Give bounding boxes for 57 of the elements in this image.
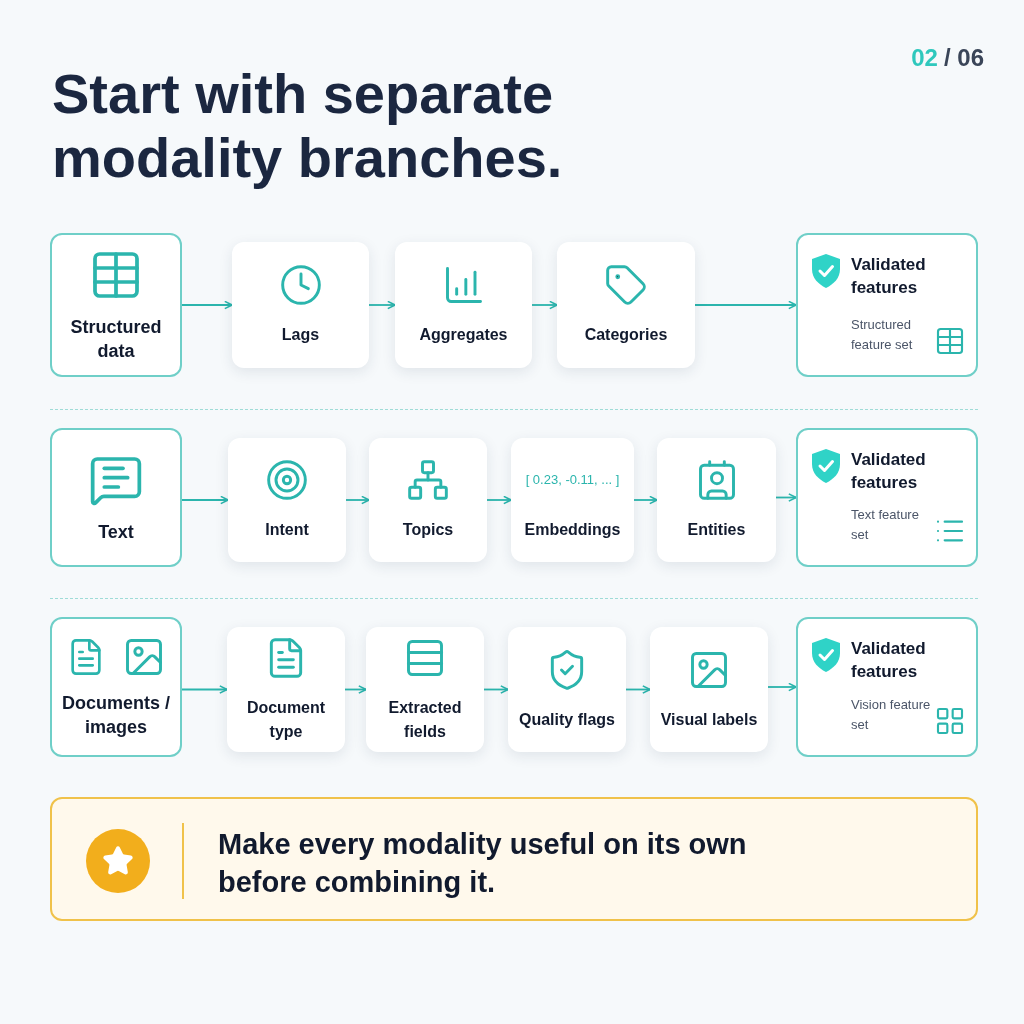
card-label: Document type	[245, 697, 327, 742]
step-card	[557, 242, 695, 368]
result-card	[796, 617, 978, 757]
card-label: Lags	[281, 325, 320, 345]
arrow	[767, 682, 797, 692]
step-card	[227, 627, 345, 752]
arrow	[181, 495, 229, 505]
callout-banner	[50, 797, 978, 921]
step-card	[508, 627, 626, 752]
card-caption: Text feature set	[851, 506, 920, 544]
card-heading: Validated features	[851, 638, 927, 683]
card-label: Aggregates	[419, 325, 508, 345]
card-label: Text	[98, 520, 134, 544]
card-caption: Structured feature set	[851, 316, 914, 354]
card-label: Entities	[687, 520, 746, 540]
result-card	[796, 428, 978, 567]
step-card	[395, 242, 532, 368]
card-label: Extracted fields	[387, 697, 463, 742]
card-heading: Validated features	[851, 449, 927, 494]
card-heading: Validated features	[851, 254, 927, 299]
source-card	[50, 617, 182, 757]
card-label: Structured data	[69, 316, 163, 363]
card-label: Visual labels	[660, 709, 758, 730]
source-card	[50, 233, 182, 377]
arrow	[345, 495, 370, 505]
card-caption: Vision feature set	[851, 696, 931, 734]
step-card	[657, 438, 776, 562]
source-card	[50, 428, 182, 567]
step-card	[650, 627, 768, 752]
card-label: Documents / images	[61, 692, 171, 739]
step-card	[366, 627, 484, 752]
arrow	[531, 300, 558, 310]
callout-text: Make every modality useful on its own before combining it.	[218, 827, 748, 900]
title: Start with separate modality branches.	[52, 62, 564, 190]
card-label: Intent	[265, 520, 309, 540]
page-total: / 06	[943, 43, 984, 73]
arrow	[181, 300, 233, 310]
step-card	[511, 438, 634, 562]
card-label: Topics	[402, 520, 454, 540]
arrow	[775, 493, 797, 502]
vector-text: [ 0.23, -0.11, ... ]	[525, 471, 620, 490]
arrow	[486, 495, 512, 505]
arrow	[344, 685, 367, 694]
arrow	[633, 495, 658, 505]
card-label: Quality flags	[519, 709, 615, 730]
arrow	[694, 300, 797, 310]
arrow	[181, 685, 228, 694]
step-card	[228, 438, 346, 562]
arrow	[625, 685, 651, 694]
card-label: Categories	[584, 325, 668, 345]
arrow	[368, 300, 396, 310]
step-card	[369, 438, 487, 562]
result-card	[796, 233, 978, 377]
step-card	[232, 242, 369, 368]
card-label: Embeddings	[524, 520, 621, 540]
arrow	[483, 685, 509, 694]
page-number: 02	[911, 43, 938, 73]
